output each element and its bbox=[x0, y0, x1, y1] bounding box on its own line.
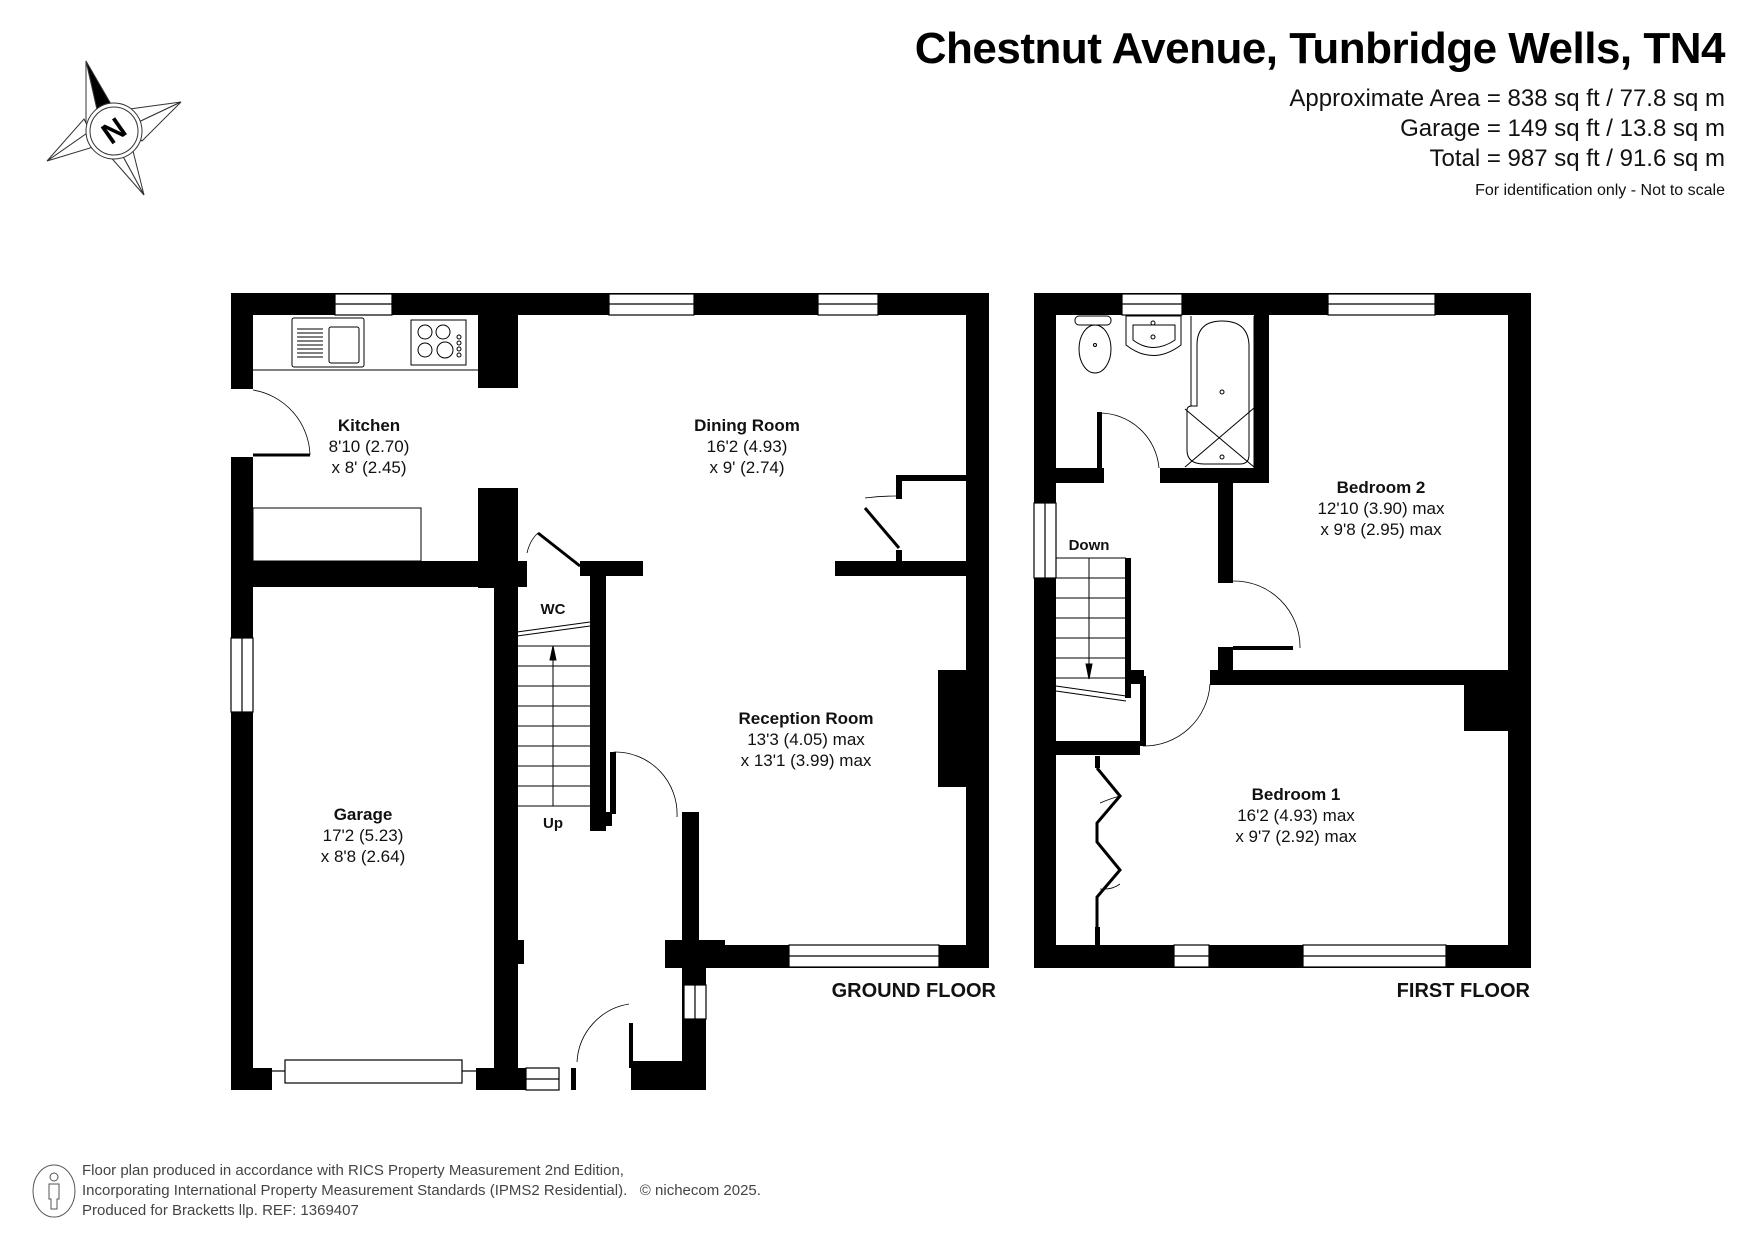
property-title: Chestnut Avenue, Tunbridge Wells, TN4 bbox=[914, 24, 1726, 73]
garage-area: Garage = 149 sq ft / 13.8 sq m bbox=[1400, 115, 1725, 142]
drainer-icon bbox=[297, 328, 323, 358]
garage-dim1: 17'2 (5.23) bbox=[323, 826, 404, 845]
kitchen-worktop bbox=[252, 317, 478, 562]
bedroom-2-door-swing bbox=[1232, 580, 1301, 649]
garage-label: Garage bbox=[334, 805, 393, 824]
stairs-down-label: Down bbox=[1069, 537, 1110, 554]
bathroom-door-swing bbox=[1098, 412, 1160, 469]
ground-floor-label: GROUND FLOOR bbox=[832, 980, 997, 1002]
footer-line-1: Floor plan produced in accordance with R… bbox=[82, 1162, 624, 1179]
front-door-swing bbox=[576, 1003, 630, 1063]
footer-line-3: Produced for Bracketts llp. REF: 1369407 bbox=[82, 1202, 359, 1219]
area-summary: Approximate Area = 838 sq ft / 77.8 sq m… bbox=[1289, 84, 1725, 174]
first-floor-label: FIRST FLOOR bbox=[1397, 980, 1531, 1002]
first-floor-doors bbox=[1095, 412, 1301, 927]
garage-dim2: x 8'8 (2.64) bbox=[321, 847, 406, 866]
bedroom-1-dim1: 16'2 (4.93) max bbox=[1237, 806, 1355, 825]
stairs-down bbox=[1055, 557, 1127, 702]
copyright: © nichecom 2025. bbox=[639, 1182, 761, 1199]
stairs-up bbox=[516, 621, 591, 807]
reception-room-dim1: 13'3 (4.05) max bbox=[747, 730, 865, 749]
bedroom-1-label: Bedroom 1 bbox=[1252, 785, 1341, 804]
approximate-area: Approximate Area = 838 sq ft / 77.8 sq m bbox=[1289, 85, 1725, 112]
bathroom-fittings bbox=[1074, 315, 1255, 468]
first-floor-walls bbox=[1034, 293, 1531, 968]
total-area: Total = 987 sq ft / 91.6 sq m bbox=[1429, 145, 1726, 172]
bath-icon bbox=[1184, 316, 1255, 468]
basin-icon bbox=[1125, 315, 1182, 356]
wc-label: WC bbox=[541, 601, 566, 618]
ground-floor-windows bbox=[230, 293, 940, 1091]
bedroom-2-dim2: x 9'8 (2.95) max bbox=[1320, 520, 1442, 539]
north-arrow-compass-icon: N bbox=[46, 60, 182, 196]
person-scale-icon bbox=[32, 1164, 76, 1218]
toilet-icon bbox=[1074, 315, 1112, 374]
bedroom-1-dim2: x 9'7 (2.92) max bbox=[1235, 827, 1357, 846]
cupboard-door bbox=[863, 507, 901, 549]
kitchen-dim2: x 8' (2.45) bbox=[331, 458, 406, 477]
first-floor-plan: Down Bedroom 2 12'10 (3.90) max x 9'8 (2… bbox=[1033, 293, 1531, 1002]
kitchen-external-door-swing bbox=[252, 389, 311, 456]
kitchen-label: Kitchen bbox=[338, 416, 400, 435]
reception-room-label: Reception Room bbox=[738, 709, 873, 728]
footer-notes: Floor plan produced in accordance with R… bbox=[82, 1161, 761, 1221]
footer-line-2: Incorporating International Property Mea… bbox=[82, 1182, 761, 1199]
ground-floor-plan: Kitchen 8'10 (2.70) x 8' (2.45) Dining R… bbox=[230, 293, 997, 1091]
wardrobe-doors bbox=[1095, 767, 1122, 927]
bedroom-1-door-swing bbox=[1142, 683, 1211, 747]
sink-icon bbox=[291, 317, 365, 368]
stairs-up-label: Up bbox=[543, 815, 563, 832]
ground-floor-walls bbox=[231, 293, 989, 1090]
dining-room-label: Dining Room bbox=[694, 416, 800, 435]
kitchen-dim1: 8'10 (2.70) bbox=[329, 437, 410, 456]
first-floor-windows bbox=[1033, 293, 1447, 968]
hob-icon bbox=[410, 319, 467, 366]
ground-floor-doors bbox=[252, 389, 901, 1063]
wc-door bbox=[537, 531, 581, 568]
reception-room-dim2: x 13'1 (3.99) max bbox=[741, 751, 872, 770]
bedroom-2-label: Bedroom 2 bbox=[1337, 478, 1426, 497]
bedroom-2-dim1: 12'10 (3.90) max bbox=[1317, 499, 1445, 518]
dining-room-dim1: 16'2 (4.93) bbox=[707, 437, 788, 456]
dining-room-dim2: x 9' (2.74) bbox=[709, 458, 784, 477]
disclaimer: For identification only - Not to scale bbox=[1475, 182, 1725, 199]
